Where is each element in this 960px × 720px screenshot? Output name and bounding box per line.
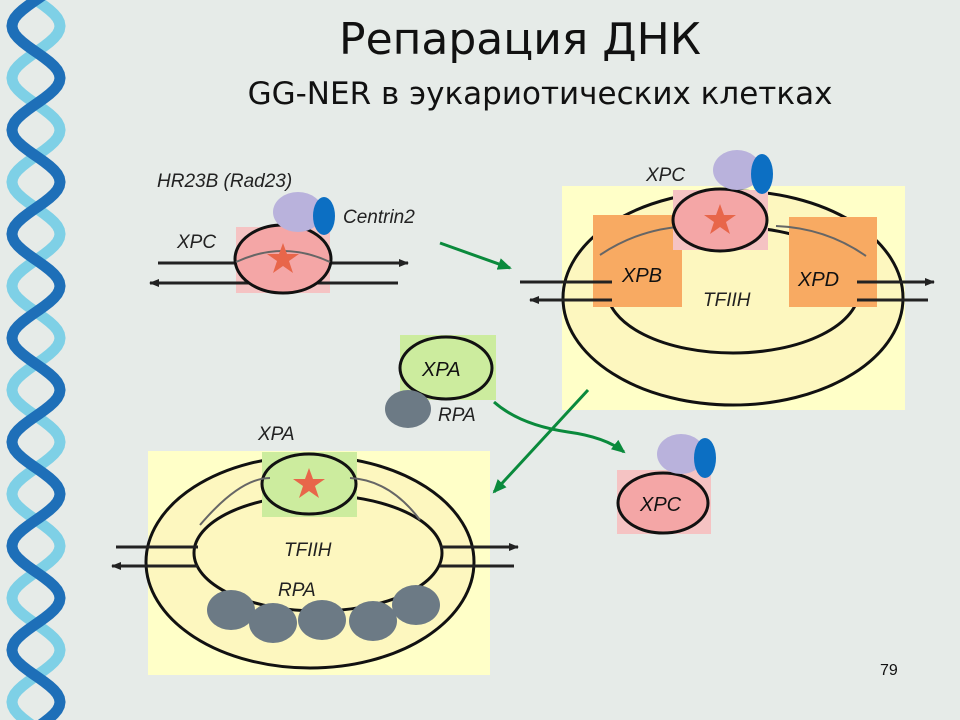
rpa-subunit xyxy=(298,600,346,640)
hr23b-label: HR23B (Rad23) xyxy=(157,171,292,192)
released-hr23b-protein xyxy=(657,434,705,474)
dna-c-unwound-right xyxy=(349,477,421,521)
xpa-free-label: XPA xyxy=(421,359,461,381)
slide-subtitle: GG-NER в эукариотических клетках xyxy=(247,76,833,112)
helix-backbone xyxy=(6,0,66,720)
lesion-c-star-icon xyxy=(293,468,325,498)
xpd-label: XPD xyxy=(797,269,839,291)
rpa-c-label: RPA xyxy=(278,580,316,601)
hr23b-b-protein xyxy=(713,150,761,190)
rpa-subunit xyxy=(249,603,297,643)
tfiih-b-label: TFIIH xyxy=(703,290,751,311)
tfiih-c-label: TFIIH xyxy=(284,540,332,561)
centrin2-protein xyxy=(313,197,335,235)
arrow-recruit-tfiih xyxy=(439,241,512,270)
dna-unwound-right xyxy=(775,225,867,257)
dna-c-unwound-left xyxy=(199,477,271,526)
xpa-rpa-free: XPA RPA xyxy=(385,335,496,428)
xpc-label: XPC xyxy=(176,232,216,253)
lesion-star-icon xyxy=(267,243,299,273)
helix-backbone xyxy=(6,0,66,720)
panel-preincision-complex: XPA TFIIH RPA xyxy=(111,424,519,675)
arrow-to-preincision-complex xyxy=(492,388,590,494)
centrin2-label: Centrin2 xyxy=(343,207,415,228)
hr23b-protein xyxy=(273,192,323,232)
lesion-b-star-icon xyxy=(704,204,736,234)
dna-helix-decoration xyxy=(6,0,66,720)
xpd-box xyxy=(789,217,877,307)
released-xpc: XPC xyxy=(616,434,716,535)
xpb-label: XPB xyxy=(621,265,662,287)
arrow-xpc-release xyxy=(493,400,626,454)
panel-xpc-recognition: HR23B (Rad23) Centrin2 XPC xyxy=(149,171,415,295)
slide-title: Репарация ДНК xyxy=(339,14,701,65)
released-xpc-protein xyxy=(616,471,710,535)
rpa-subunit xyxy=(349,601,397,641)
panel-tfiih-recruitment: XPC XPB XPD TFIIH xyxy=(520,150,935,410)
released-xpc-label: XPC xyxy=(639,494,682,516)
xpa-protein xyxy=(398,335,494,401)
rpa-subunit xyxy=(207,590,255,630)
centrin2-b-protein xyxy=(751,154,773,194)
rpa-protein xyxy=(385,390,431,428)
rpa-subunit xyxy=(392,585,440,625)
rpa-chain xyxy=(207,585,440,643)
xpa-c-label: XPA xyxy=(257,424,295,445)
released-centrin2-protein xyxy=(694,438,716,478)
page-number: 79 xyxy=(880,662,898,679)
rpa-free-label: RPA xyxy=(438,405,476,426)
xpc-b-label: XPC xyxy=(645,165,685,186)
helix-strand-dark xyxy=(6,0,66,720)
helix-strand-light xyxy=(6,0,66,720)
xpb-box xyxy=(593,215,682,307)
